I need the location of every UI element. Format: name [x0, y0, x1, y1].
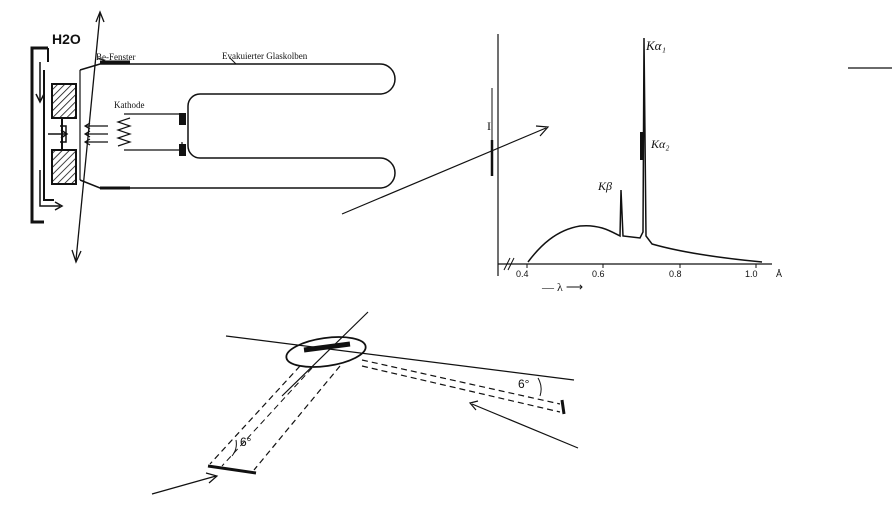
left-angle-label: 6° — [240, 435, 252, 449]
cathode-wire-top — [124, 113, 183, 122]
left-slit — [207, 464, 257, 475]
reference-line — [225, 335, 575, 381]
xray-beam-arrow-bottom — [71, 249, 82, 264]
x-axis-ticks — [526, 264, 757, 268]
tick-label-0-6: 0.6 — [592, 269, 605, 279]
right-angle-label: 6° — [518, 377, 530, 391]
sample-plate — [303, 341, 351, 353]
wavelength-axis-label: — λ ⟶ — [541, 280, 583, 294]
water-arrow-head-3 — [54, 201, 64, 211]
sample-holder — [285, 336, 367, 368]
xray-beam-arrow-top — [95, 10, 105, 23]
anode-block-bottom — [51, 149, 77, 185]
right-slit — [560, 399, 566, 415]
glass-bulb-label: Evakuierter Glaskolben — [222, 51, 308, 61]
axis-break-mark — [503, 257, 515, 271]
bulb-cathode-holder — [187, 93, 201, 159]
tick-label-0-4: 0.4 — [516, 269, 529, 279]
cathode-electrode-top — [179, 113, 186, 125]
xray-tube-diagram — [30, 10, 396, 264]
cathode-electrode-bottom — [179, 144, 186, 156]
left-arrow-line — [151, 475, 217, 495]
tick-label-1-0: 1.0 — [745, 269, 758, 279]
unit-label: Å — [776, 269, 782, 279]
water-arrow-head-1 — [35, 93, 45, 104]
water-label: H2O — [52, 31, 81, 47]
left-angle-arc — [231, 439, 237, 457]
cooling-channel-outer — [30, 46, 48, 224]
bulb-label-leader — [229, 57, 237, 65]
k-alpha2-label: Kα₂ — [650, 137, 669, 151]
right-beam-upper — [361, 359, 561, 405]
cooling-channel-inner — [43, 70, 54, 201]
spectrum-curve — [527, 37, 763, 263]
cathode-wire-bottom — [124, 142, 183, 151]
cathode-filament — [116, 117, 132, 147]
left-beam-inner — [221, 367, 313, 467]
cathode-label: Kathode — [114, 100, 145, 110]
anode-block-top — [51, 83, 77, 119]
bulb-top-tube — [200, 63, 396, 95]
diffraction-geometry — [151, 311, 579, 495]
emission-spectrum — [341, 34, 892, 276]
electron-beam-arrows — [83, 122, 108, 146]
water-flow-out — [39, 170, 60, 207]
bulb-top-outer — [79, 63, 236, 71]
right-beam-lower — [361, 365, 561, 413]
tick-label-0-8: 0.8 — [669, 269, 682, 279]
k-beta-label: Kβ — [597, 179, 612, 193]
water-arrow-head-2 — [60, 129, 69, 139]
bulb-bottom-tube — [79, 157, 396, 189]
right-angle-arc — [537, 377, 542, 397]
right-arrow-line — [471, 403, 579, 449]
left-beam-outer-1 — [209, 365, 301, 465]
left-beam-outer-2 — [253, 365, 341, 471]
left-arrow-head — [205, 472, 219, 484]
k-alpha1-label: Kα₁ — [645, 38, 666, 53]
sample-normal-line — [281, 311, 369, 397]
xray-beam-line — [75, 13, 101, 261]
intensity-label: I — [487, 119, 491, 133]
window-label-leader — [97, 57, 109, 63]
diagonal-arrow-head — [535, 125, 550, 137]
be-window-label: Be-Fenster — [96, 52, 136, 62]
diagonal-arrow-line — [341, 127, 547, 215]
right-arrow-head — [468, 400, 479, 411]
